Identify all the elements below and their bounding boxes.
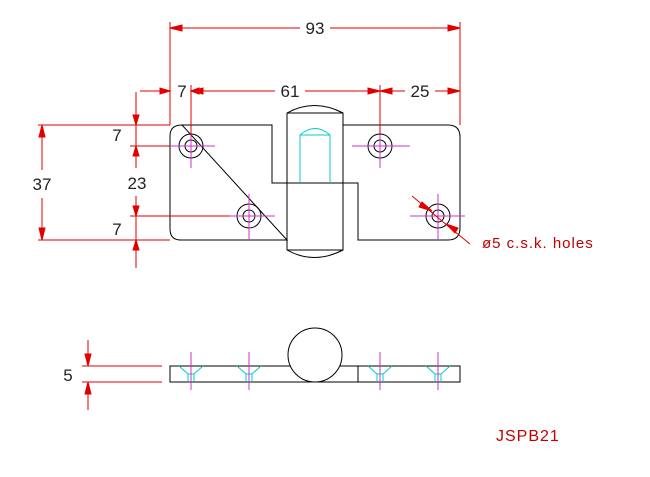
plan-view: [169, 105, 465, 258]
mounting-holes: [178, 133, 451, 229]
side-knuckle: [287, 327, 343, 383]
dim-hole-vertical-pitch: 23: [128, 174, 147, 193]
dim-edge-to-hole: 7: [177, 82, 186, 101]
part-code: JSPB21: [496, 428, 560, 445]
hidden-pin-lines: [299, 128, 331, 183]
right-leaf-outline: [343, 124, 461, 241]
dim-thickness: 5: [63, 366, 72, 385]
side-centerlines: [190, 352, 439, 390]
dim-hole-pitch: 61: [281, 82, 300, 101]
dim-end-hole-offset: 25: [411, 82, 430, 101]
side-view: 5: [63, 327, 461, 410]
dim-overall-height: 37: [33, 175, 52, 194]
dim-top-hole-offset: 7: [112, 126, 121, 145]
thickness-dimension: [82, 340, 162, 410]
left-leaf-outline: [169, 124, 289, 241]
hole-note: ø5 c.s.k. holes: [482, 235, 594, 252]
dimension-lines: [38, 22, 471, 268]
dim-overall-width: 93: [306, 19, 325, 38]
dim-bottom-hole-offset: 7: [112, 220, 121, 239]
